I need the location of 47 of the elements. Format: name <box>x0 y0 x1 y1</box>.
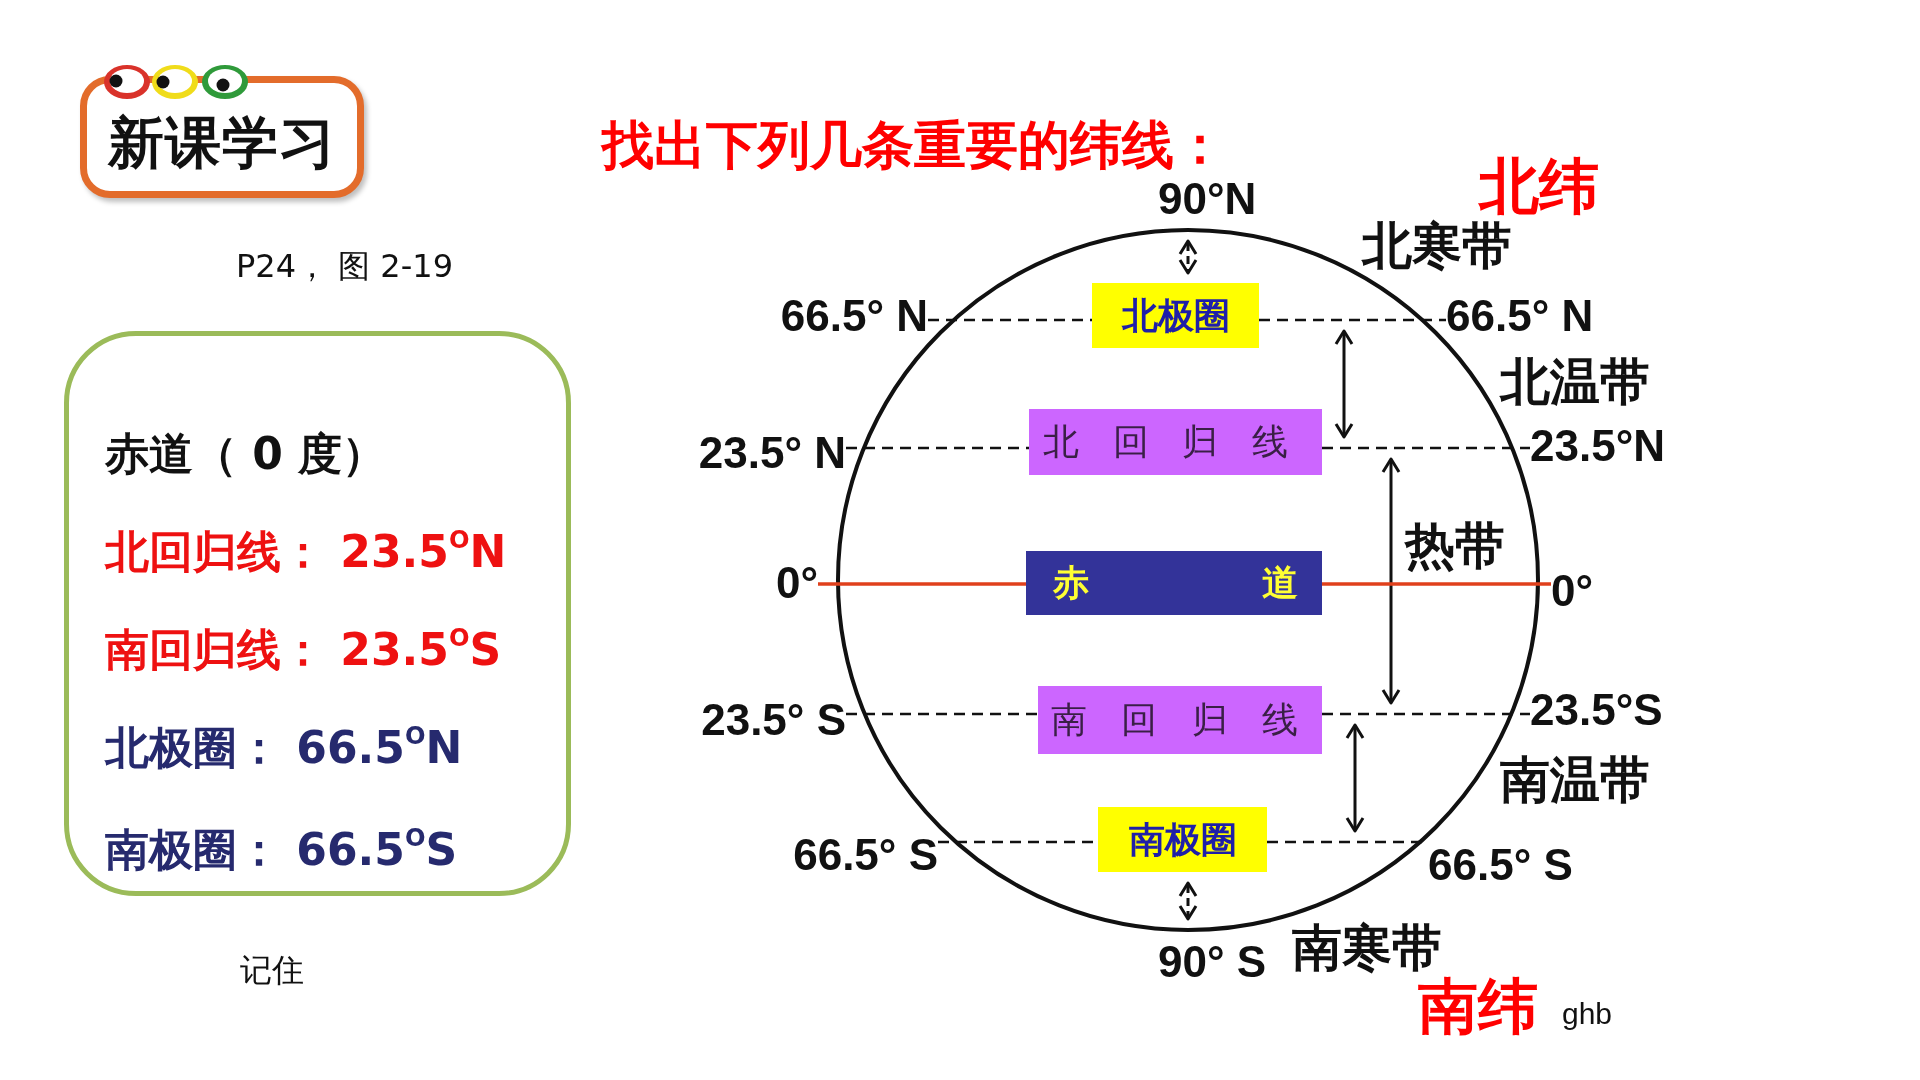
zone-label: 北温带 <box>1500 357 1650 407</box>
latitude-line <box>928 318 1092 322</box>
degree-label: 0° <box>775 561 818 605</box>
fact-text: 南回归线： 23.5$^{O}$S <box>105 628 502 672</box>
latitude-line <box>846 446 1029 450</box>
zone-label: 热带 <box>1405 521 1505 571</box>
degree-label: 66.5° N <box>780 294 928 338</box>
degree-label: 90° S <box>1158 940 1267 984</box>
hemisphere-label: 北纬 <box>1479 156 1599 216</box>
tropic-box <box>1029 409 1322 475</box>
degree-label: 66.5° S <box>793 833 938 877</box>
fact-text: 北极圈： 66.5$^{O}$N <box>105 726 463 770</box>
section-badge <box>80 76 364 198</box>
degree-label: 90°N <box>1158 177 1257 221</box>
equator-box <box>1026 551 1322 615</box>
equator-line <box>1322 582 1551 586</box>
degree-label: 66.5° N <box>1446 294 1594 338</box>
latitude-line <box>846 712 1038 716</box>
latitude-name: 南极圈 <box>1128 821 1237 858</box>
latitude-name: 南 回 归 线 <box>1051 702 1298 738</box>
author-initials: ghb <box>1562 999 1613 1029</box>
heading-text: 新课学习 <box>108 115 336 171</box>
hemisphere-label: 南纬 <box>1418 976 1538 1036</box>
latitude-line <box>1322 712 1530 716</box>
degree-label: 23.5°S <box>1530 688 1663 732</box>
latitude-line <box>1322 446 1530 450</box>
degree-label: 66.5° S <box>1428 843 1573 887</box>
zone-label: 南寒带 <box>1292 923 1442 973</box>
slide-title: 找出下列几条重要的纬线： <box>602 119 1226 171</box>
degree-label: 23.5°N <box>1530 424 1665 468</box>
summary-panel <box>64 331 571 896</box>
latitude-name: 北 回 归 线 <box>1043 424 1288 460</box>
fact-text: 北回归线： 23.5$^{O}$N <box>105 530 507 574</box>
latitude-name: 赤 道 <box>1053 565 1298 601</box>
zone-label: 北寒带 <box>1362 221 1512 271</box>
degree-label: 23.5° N <box>698 431 846 475</box>
note-text: 记住 <box>240 954 304 986</box>
zone-label: 南温带 <box>1500 755 1650 805</box>
degree-label: 0° <box>1551 569 1594 613</box>
degree-label: 23.5° S <box>701 698 846 742</box>
equator-line <box>818 582 1026 586</box>
page-reference: P24， 图 2-19 <box>236 250 453 282</box>
latitude-line <box>1259 318 1446 322</box>
latitude-name: 北极圈 <box>1121 297 1230 334</box>
fact-text: 赤道（ 0 度） <box>105 432 387 476</box>
fact-text: 南极圈： 66.5$^{O}$S <box>105 828 458 872</box>
tropic-box <box>1038 686 1322 754</box>
